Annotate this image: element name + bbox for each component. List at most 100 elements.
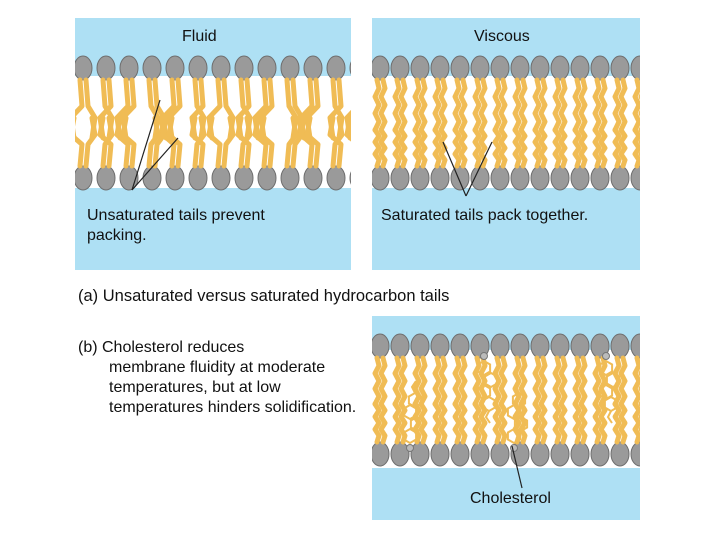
steroid-ring	[605, 371, 621, 389]
fatty-acid-tail	[632, 127, 640, 169]
steroid-ring	[407, 391, 423, 409]
cholesterol-tail	[606, 410, 613, 424]
phospholipid-head	[490, 441, 510, 467]
fatty-acid-tail	[221, 115, 236, 169]
phospholipid-head	[430, 165, 450, 191]
fatty-acid-tail	[558, 77, 568, 133]
fatty-acid-tail	[518, 127, 528, 169]
cholesterol-bilayer-drawing	[372, 333, 640, 468]
phospholipid-head	[303, 55, 323, 81]
fatty-acid-tail	[558, 355, 568, 407]
fatty-acid-tail	[538, 77, 548, 133]
fatty-acid-tail	[304, 115, 321, 169]
steroid-ring	[476, 359, 492, 377]
phospholipid-head	[590, 55, 610, 81]
fatty-acid-tail	[578, 401, 588, 445]
fatty-acid-tail	[612, 127, 622, 169]
phospholipid-head	[610, 55, 630, 81]
phospholipid-head	[165, 55, 185, 81]
fatty-acid-tail	[378, 127, 388, 169]
fatty-acid-tail	[97, 115, 114, 169]
phospholipid-head	[257, 55, 277, 81]
phospholipid-head	[211, 55, 231, 81]
fatty-acid-tail	[458, 77, 468, 133]
phospholipid-head	[570, 441, 590, 467]
phospholipid-head	[630, 165, 640, 191]
steroid-ring	[409, 415, 425, 433]
phospholipid-head	[430, 333, 450, 359]
fatty-acid-tail	[252, 115, 269, 169]
fatty-acid-tail	[618, 355, 628, 407]
cholesterol-oh-group	[510, 444, 518, 452]
fatty-acid-tail	[578, 355, 588, 407]
fatty-acid-tail	[412, 77, 422, 133]
fluid-bilayer-drawing	[75, 55, 351, 191]
phospholipid-head	[590, 165, 610, 191]
fatty-acid-tail	[378, 77, 388, 133]
phospholipid-head	[470, 55, 490, 81]
phospholipid-head	[234, 165, 254, 191]
phospholipid-head	[550, 441, 570, 467]
steroid-ring	[598, 359, 614, 377]
cholesterol-membrane-panel	[372, 316, 640, 520]
fatty-acid-tail	[618, 77, 628, 133]
phospholipid-head	[234, 55, 254, 81]
phospholipid-head	[630, 333, 640, 359]
fatty-acid-tail	[258, 115, 275, 169]
fatty-acid-tail	[572, 401, 582, 445]
fatty-acid-tail	[492, 127, 502, 169]
fatty-acid-tail	[235, 115, 252, 169]
caption-b-first-line: (b) Cholesterol reduces	[78, 339, 245, 356]
phospholipid-head	[372, 55, 390, 81]
phospholipid-head	[75, 55, 93, 81]
phospholipid-head	[470, 165, 490, 191]
phospholipid-head	[188, 165, 208, 191]
fatty-acid-tail	[532, 401, 542, 445]
fatty-acid-tail	[418, 127, 428, 169]
phospholipid-head	[610, 333, 630, 359]
fatty-acid-tail	[558, 127, 568, 169]
phospholipid-head	[490, 165, 510, 191]
phospholipid-head	[96, 55, 116, 81]
fatty-acid-tail	[512, 127, 522, 169]
fatty-acid-tail	[327, 115, 344, 169]
phospholipid-head	[390, 165, 410, 191]
fatty-acid-tail	[492, 401, 502, 445]
fatty-acid-tail	[552, 355, 562, 407]
fatty-acid-tail	[552, 401, 562, 445]
fatty-acid-tail	[592, 401, 602, 445]
fatty-acid-tail	[498, 355, 508, 407]
fatty-acid-tail	[632, 355, 640, 407]
phospholipid-head	[410, 55, 430, 81]
fatty-acid-tail	[492, 77, 502, 133]
fatty-acid-tail	[114, 115, 131, 169]
phospholipid-head	[530, 55, 550, 81]
fatty-acid-tail	[518, 401, 528, 445]
fatty-acid-tail	[552, 77, 562, 133]
cholesterol-oh-group	[480, 352, 488, 360]
fatty-acid-tail	[458, 401, 468, 445]
fatty-acid-tail	[344, 115, 351, 142]
phospholipid-head	[349, 171, 351, 185]
fatty-acid-tail	[532, 355, 542, 407]
phospholipid-head	[390, 55, 410, 81]
steroid-ring	[402, 427, 418, 445]
phospholipid-head	[490, 333, 510, 359]
caption-a: (a) Unsaturated versus saturated hydroca…	[78, 287, 450, 305]
steroid-ring	[511, 391, 527, 409]
fatty-acid-tail	[478, 401, 488, 445]
viscous-membrane-panel	[372, 18, 640, 270]
fatty-acid-tail	[592, 77, 602, 133]
phospholipid-head	[280, 165, 300, 191]
phospholipid-head	[188, 55, 208, 81]
fatty-acid-tail	[498, 127, 508, 169]
phospholipid-head	[490, 55, 510, 81]
steroid-ring	[402, 403, 418, 421]
fatty-acid-tail	[398, 77, 408, 133]
phospholipid-head	[410, 165, 430, 191]
phospholipid-head	[510, 165, 530, 191]
phospholipid-head	[390, 333, 410, 359]
steroid-ring	[483, 371, 499, 389]
fatty-acid-tail	[538, 355, 548, 407]
fatty-acid-tail	[618, 127, 628, 169]
